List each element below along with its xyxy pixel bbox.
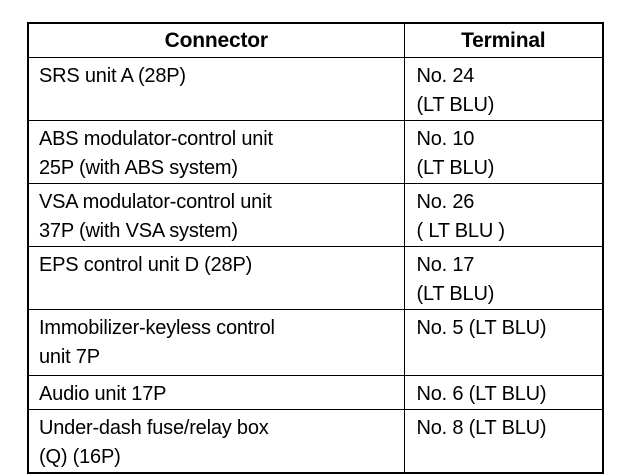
cell-connector: VSA modulator-control unit 37P (with VSA… (27, 183, 405, 247)
column-header-terminal-label: Terminal (461, 29, 546, 52)
cell-connector: ABS modulator-control unit 25P (with ABS… (27, 120, 405, 184)
terminal-text: No. 8 (LT BLU) (416, 417, 547, 439)
cell-terminal: No. 17 (LT BLU) (403, 246, 604, 310)
connector-text: VSA modulator-control unit 37P (with VSA… (39, 191, 272, 242)
cell-terminal: No. 5 (LT BLU) (403, 309, 604, 376)
column-header-connector-label: Connector (164, 29, 268, 52)
table-header-row: Connector Terminal (27, 22, 604, 58)
table-row: EPS control unit D (28P) No. 17 (LT BLU) (27, 246, 604, 310)
cell-connector: Audio unit 17P (27, 375, 405, 410)
table-header: Connector Terminal (27, 22, 604, 58)
cell-terminal: No. 6 (LT BLU) (403, 375, 604, 410)
cell-terminal: No. 26 ( LT BLU ) (403, 183, 604, 247)
terminal-text: No. 5 (LT BLU) (416, 317, 547, 339)
cell-terminal: No. 8 (LT BLU) (403, 409, 604, 474)
table-row: VSA modulator-control unit 37P (with VSA… (27, 183, 604, 247)
table-row: Immobilizer-keyless control unit 7P No. … (27, 309, 604, 376)
terminal-text: No. 17 (LT BLU) (416, 254, 495, 305)
cell-terminal: No. 24 (LT BLU) (403, 57, 604, 121)
connector-text: Audio unit 17P (39, 383, 167, 405)
connector-text: ABS modulator-control unit 25P (with ABS… (39, 128, 273, 179)
terminal-text: No. 6 (LT BLU) (416, 383, 547, 405)
table-body: SRS unit A (28P) No. 24 (LT BLU) ABS mod… (27, 57, 604, 474)
terminal-text: No. 10 (LT BLU) (416, 128, 495, 179)
connector-terminal-table: Connector Terminal SRS unit A (28P) No. … (27, 22, 604, 474)
connector-text: Under-dash fuse/relay box (Q) (16P) (39, 417, 269, 468)
connector-text: SRS unit A (28P) (39, 65, 186, 87)
column-header-terminal: Terminal (403, 22, 604, 58)
terminal-text: No. 26 ( LT BLU ) (416, 191, 506, 242)
cell-connector: Under-dash fuse/relay box (Q) (16P) (27, 409, 405, 474)
column-header-connector: Connector (27, 22, 405, 58)
cell-connector: Immobilizer-keyless control unit 7P (27, 309, 405, 376)
table-row: SRS unit A (28P) No. 24 (LT BLU) (27, 57, 604, 121)
cell-terminal: No. 10 (LT BLU) (403, 120, 604, 184)
connector-text: EPS control unit D (28P) (39, 254, 253, 276)
cell-connector: EPS control unit D (28P) (27, 246, 405, 310)
table-row: ABS modulator-control unit 25P (with ABS… (27, 120, 604, 184)
table-row: Audio unit 17P No. 6 (LT BLU) (27, 375, 604, 410)
table-row: Under-dash fuse/relay box (Q) (16P) No. … (27, 409, 604, 474)
terminal-text: No. 24 (LT BLU) (416, 65, 495, 116)
cell-connector: SRS unit A (28P) (27, 57, 405, 121)
connector-text: Immobilizer-keyless control unit 7P (39, 317, 275, 368)
